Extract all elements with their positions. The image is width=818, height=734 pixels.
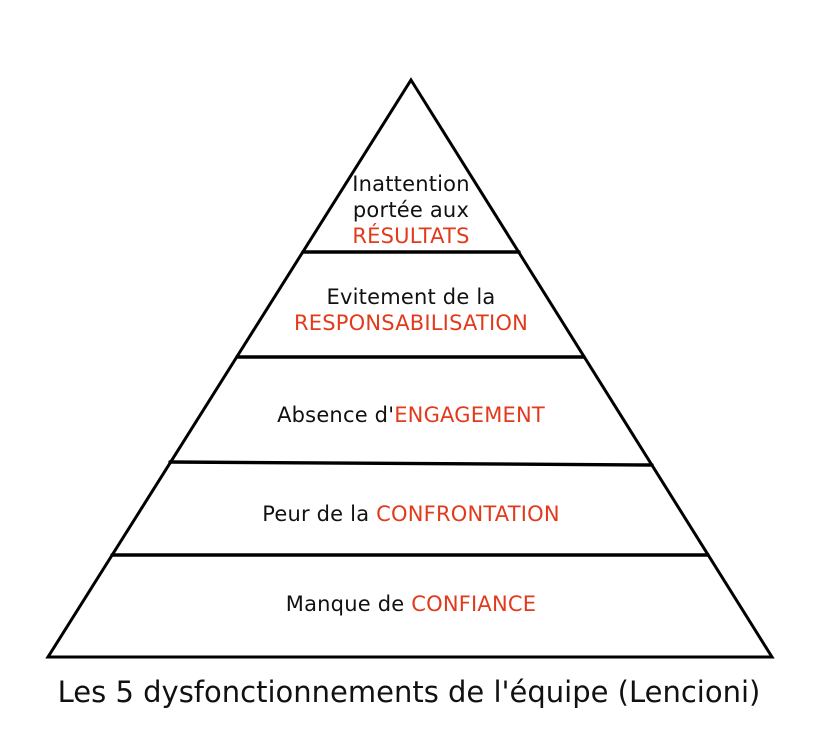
level-text-line: Evitement de la bbox=[326, 285, 496, 309]
pyramid-outline bbox=[45, 77, 775, 659]
level-keyword: ENGAGEMENT bbox=[394, 403, 545, 427]
pyramid-level-responsabilisation-label: Evitement de la RESPONSABILISATION bbox=[2, 284, 818, 336]
level-text-prefix: Absence d' bbox=[277, 403, 395, 427]
pyramid-level-confiance-label: Manque de CONFIANCE bbox=[2, 591, 818, 617]
level-text-prefix: Peur de la bbox=[262, 502, 377, 526]
pyramid-divider-3 bbox=[168, 460, 654, 467]
level-keyword: RESPONSABILISATION bbox=[294, 311, 528, 335]
pyramid-level-confrontation-label: Peur de la CONFRONTATION bbox=[2, 501, 818, 527]
pyramid-level-resultats-label: Inattention portée aux RÉSULTATS bbox=[2, 171, 818, 249]
level-text-line: portée aux bbox=[352, 198, 470, 222]
level-keyword: CONFIANCE bbox=[411, 592, 537, 616]
level-keyword: CONFRONTATION bbox=[376, 502, 560, 526]
level-text-prefix: Manque de bbox=[285, 592, 412, 616]
level-text-line: Inattention bbox=[352, 172, 470, 196]
level-keyword: RÉSULTATS bbox=[352, 224, 470, 248]
diagram-caption: Les 5 dysfonctionnements de l'équipe (Le… bbox=[57, 675, 761, 709]
pyramid-level-engagement-label: Absence d'ENGAGEMENT bbox=[2, 402, 818, 428]
